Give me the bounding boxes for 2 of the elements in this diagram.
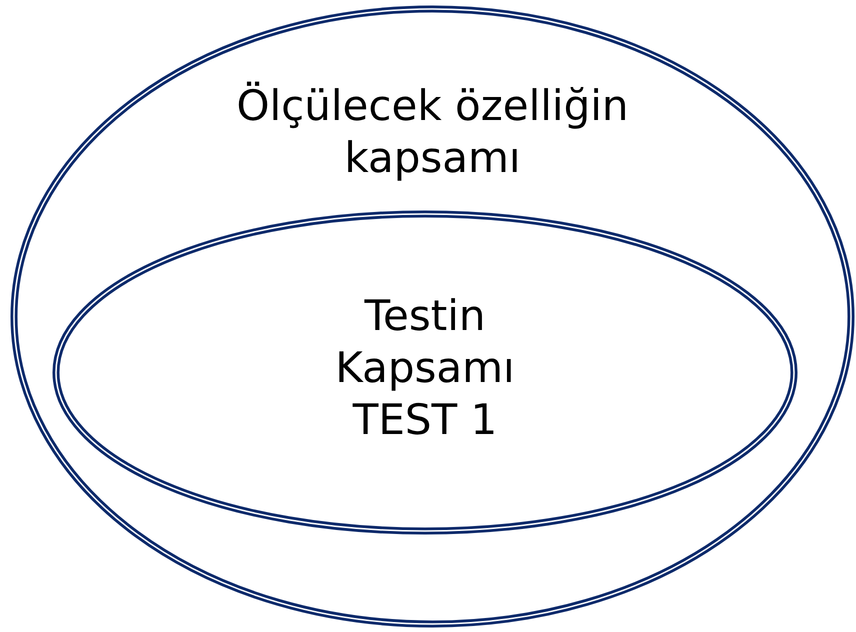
ellipse-label: Testin Kapsamı TEST 1 bbox=[334, 290, 516, 446]
ellipse-label: Ölçülecek özelliğin kapsamı bbox=[235, 80, 630, 184]
